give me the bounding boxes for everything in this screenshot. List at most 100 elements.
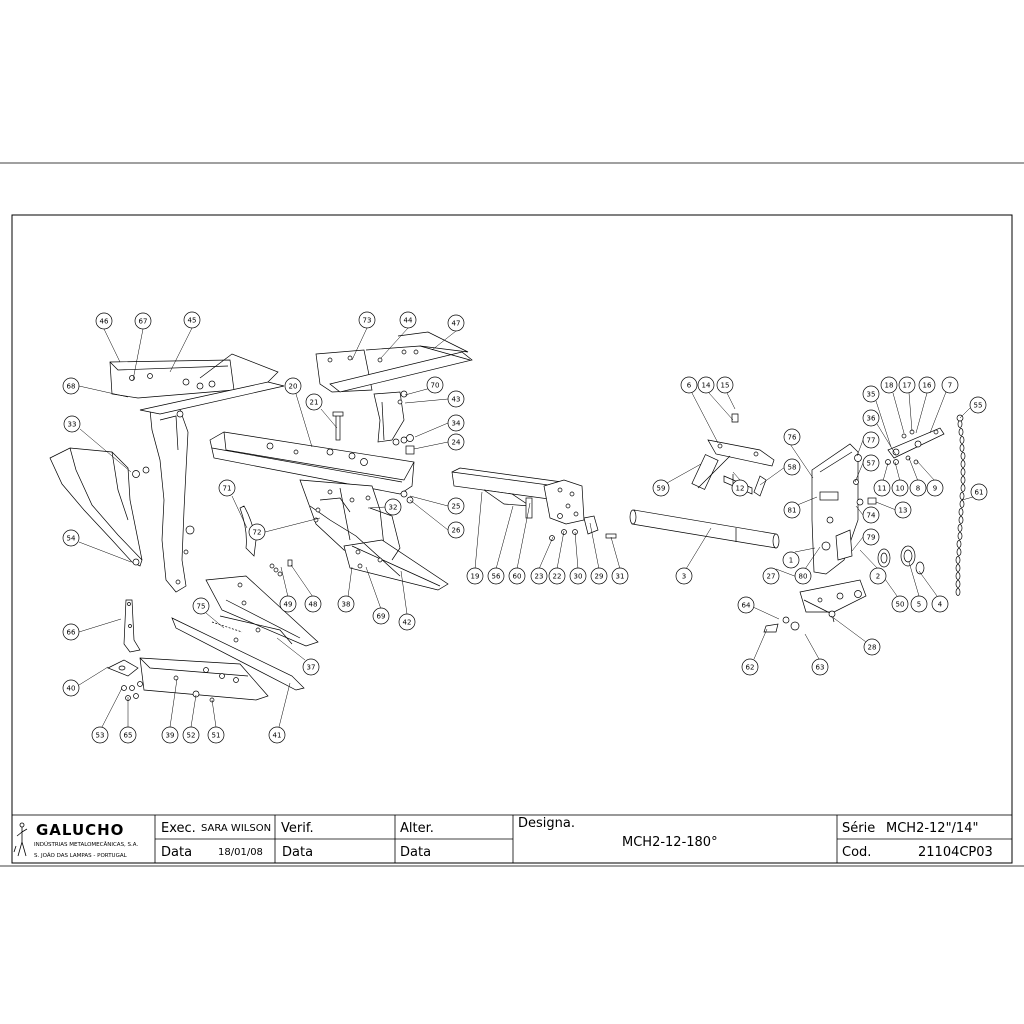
callout-number: 11: [878, 485, 887, 493]
callout-75: 75: [192, 597, 210, 615]
leader-line: [380, 327, 409, 359]
leader-line: [732, 471, 741, 481]
leader-line: [753, 628, 768, 660]
callout-41: 41: [268, 726, 286, 744]
leader-line: [351, 327, 368, 361]
leader-line: [414, 422, 449, 438]
leader-line: [851, 536, 864, 552]
callout-circle: [337, 595, 355, 613]
leader-line: [404, 398, 449, 404]
leader-line: [278, 682, 291, 728]
callout-number: 2: [876, 573, 880, 581]
callout-number: 39: [166, 732, 175, 740]
callout-36: 36: [862, 409, 880, 427]
leader-line: [205, 612, 225, 629]
leader-line: [789, 443, 814, 479]
leader-line: [929, 391, 947, 434]
callout-8: 8: [909, 479, 927, 497]
leader-line: [78, 618, 122, 633]
share-part: [139, 657, 269, 701]
callout-circle: [675, 567, 693, 585]
callout-number: 21: [310, 399, 319, 407]
leader-line: [320, 408, 338, 429]
callout-number: 28: [868, 644, 877, 652]
callout-number: 59: [657, 485, 666, 493]
verif-date-label: Data: [282, 845, 313, 860]
leader-line: [409, 499, 449, 531]
callout-number: 50: [896, 601, 905, 609]
callout-circle: [794, 567, 812, 585]
callout-circle: [63, 415, 81, 433]
callout-40: 40: [62, 679, 80, 697]
callout-49: 49: [279, 595, 297, 613]
leader-line: [474, 491, 483, 570]
callout-20: 20: [284, 377, 302, 395]
leader-line: [169, 678, 178, 728]
callout-number: 3: [682, 573, 686, 581]
title-block: [11, 814, 1013, 864]
alter-label: Alter.: [400, 821, 434, 836]
leader-line: [959, 407, 971, 419]
leader-line: [516, 502, 531, 570]
callout-16: 16: [918, 376, 936, 394]
leader-line: [78, 385, 129, 398]
designation-label: Designa.: [518, 816, 575, 831]
landside-part: [171, 617, 305, 691]
callout-number: 25: [452, 503, 461, 511]
callout-circle: [611, 567, 629, 585]
callout-4: 4: [931, 595, 949, 613]
serie-value: MCH2-12"/14": [886, 821, 978, 836]
leader-line: [875, 400, 892, 448]
callout-number: 4: [938, 601, 943, 609]
callout-circle: [119, 726, 137, 744]
callout-circle: [182, 726, 200, 744]
callout-53: 53: [91, 726, 109, 744]
callout-number: 42: [403, 619, 412, 627]
callout-number: 66: [67, 629, 76, 637]
alter-date-label: Data: [400, 845, 431, 860]
callout-number: 67: [139, 318, 148, 326]
callout-circle: [305, 393, 323, 411]
callout-29: 29: [590, 567, 608, 585]
callout-number: 24: [452, 439, 461, 447]
leader-line: [908, 392, 913, 432]
callout-circle: [910, 595, 928, 613]
leader-line: [132, 328, 144, 381]
callout-circle: [862, 506, 880, 524]
callout-number: 43: [452, 396, 461, 404]
leader-line: [295, 393, 313, 448]
callout-35: 35: [862, 385, 880, 403]
callout-number: 49: [284, 601, 293, 609]
galucho-logo-icon: [13, 822, 28, 857]
leader-line: [708, 392, 734, 421]
callout-11: 11: [873, 479, 891, 497]
callout-71: 71: [218, 479, 236, 497]
callout-circle: [697, 376, 715, 394]
callout-number: 27: [767, 573, 776, 581]
leader-line: [892, 392, 905, 434]
callout-circle: [880, 376, 898, 394]
callout-number: 64: [742, 602, 751, 610]
leader-line: [666, 463, 702, 484]
callout-circle: [399, 311, 417, 329]
callout-circle: [782, 551, 800, 569]
callout-circle: [447, 433, 465, 451]
upper-beam-part: [109, 359, 235, 399]
callout-circle: [891, 479, 909, 497]
leader-line: [794, 547, 816, 553]
callout-73: 73: [358, 311, 376, 329]
callout-5: 5: [910, 595, 928, 613]
callout-58: 58: [783, 458, 801, 476]
leader-line: [726, 392, 736, 410]
callout-number: 63: [816, 664, 825, 672]
callout-circle: [304, 595, 322, 613]
leader-line: [759, 466, 786, 486]
callout-6: 6: [680, 376, 698, 394]
callout-39: 39: [161, 726, 179, 744]
callout-number: 72: [253, 529, 262, 537]
callout-circle: [508, 567, 526, 585]
callout-circle: [279, 595, 297, 613]
callout-circle: [970, 483, 988, 501]
callout-number: 73: [363, 317, 372, 325]
